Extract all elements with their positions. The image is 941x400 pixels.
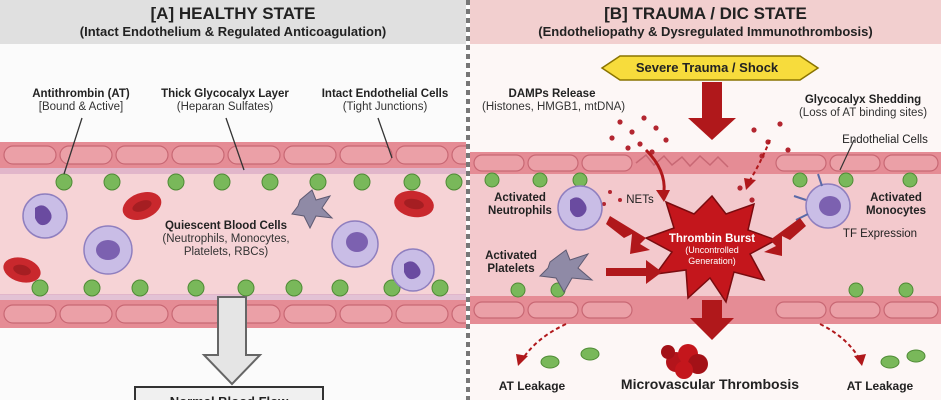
leukocytes: [22, 193, 435, 292]
leaked-antithrombin: [540, 347, 926, 369]
shedding-arrow: [749, 139, 771, 181]
thrombin-burst-star: [644, 194, 778, 304]
normal-blood-flow-box: Normal Blood Flow: [134, 386, 324, 400]
panel-b-title: [B] TRAUMA / DIC STATE: [604, 4, 807, 23]
endothelial-pointer: [839, 139, 855, 171]
top-endothelial-wall: [0, 142, 466, 168]
at-leakage-arrow-left: [521, 323, 567, 361]
trauma-down-arrow: [688, 82, 736, 140]
panel-a-subtitle: (Intact Endothelium & Regulated Anticoag…: [79, 24, 387, 39]
damps-arrow: [644, 148, 666, 193]
damaged-top-wall: [470, 152, 941, 174]
antithrombin-label: Antithrombin (AT) [Bound & Active]: [32, 88, 130, 113]
panel-b-subtitle: (Endotheliopathy & Dysregulated Immunoth…: [538, 24, 873, 39]
panel-a-title: [A] HEALTHY STATE: [150, 4, 316, 23]
panel-a-header: [A] HEALTHY STATE (Intact Endothelium & …: [0, 0, 466, 44]
activated-platelet: [538, 249, 594, 294]
antithrombin-molecules: [31, 173, 463, 297]
thrombin-burst-label: Thrombin Burst (Uncontrolled Generation): [668, 233, 756, 266]
healthy-vessel-illustration: [0, 117, 466, 386]
platelet: [291, 189, 334, 230]
glycocalyx-shedding-label: Glycocalyx Shedding (Loss of AT binding …: [798, 94, 928, 119]
activated-monocyte: [793, 173, 851, 229]
red-blood-cells: [3, 190, 434, 283]
panel-healthy-state: [A] HEALTHY STATE (Intact Endothelium & …: [0, 0, 466, 400]
endothelial-cells-label: Intact Endothelial Cells (Tight Junction…: [321, 88, 449, 113]
microvascular-thrombosis-label: Microvascular Thrombosis: [620, 376, 800, 392]
tf-expression-label: TF Expression: [842, 228, 918, 240]
panel-b-header: [B] TRAUMA / DIC STATE (Endotheliopathy …: [470, 0, 941, 44]
panel-divider: [466, 0, 470, 400]
panel-trauma-dic-state: [B] TRAUMA / DIC STATE (Endotheliopathy …: [470, 0, 941, 400]
activated-neutrophil: [557, 185, 603, 231]
nets-label: NETs: [626, 194, 654, 206]
label-pointer-lines: [63, 117, 393, 175]
dic-vessel-illustration: [470, 55, 941, 379]
trigger-label: Severe Trauma / Shock: [635, 60, 779, 75]
activation-arrows: [606, 216, 806, 340]
endothelial-cells-label-b: Endothelial Cells: [842, 134, 928, 146]
at-leakage-right-label: AT Leakage: [846, 379, 914, 393]
damaged-bottom-wall: [470, 296, 941, 324]
glycocalyx-top: [0, 168, 466, 174]
damps-label: DAMPs Release (Histones, HMGB1, mtDNA): [482, 88, 626, 113]
quiescent-blood-cells-label: Quiescent Blood Cells (Neutrophils, Mono…: [162, 220, 290, 258]
at-leakage-left-label: AT Leakage: [498, 379, 566, 393]
glycocalyx-label: Thick Glycocalyx Layer (Heparan Sulfates…: [161, 88, 289, 113]
vessel-lumen: [0, 160, 466, 295]
remaining-antithrombin: [484, 172, 918, 298]
microvascular-thrombus: [661, 344, 708, 379]
trigger-banner: [600, 55, 820, 81]
at-leakage-arrow-right: [819, 323, 861, 361]
outcome-down-arrow: [201, 296, 263, 386]
damp-particles: [602, 115, 791, 206]
